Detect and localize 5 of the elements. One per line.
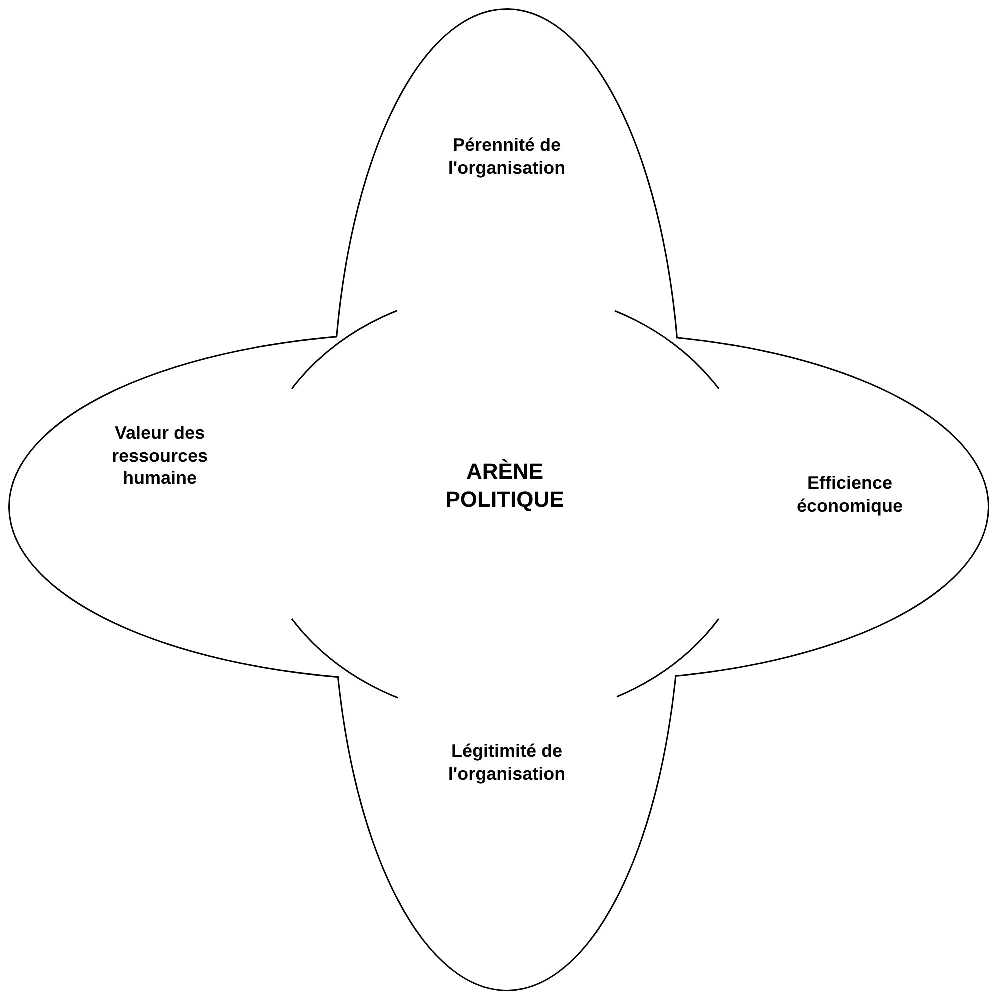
node-label: Valeur des ressources humaine [110,422,210,490]
node-label: ARÈNE POLITIQUE [444,458,566,513]
node-label: Efficience économique [796,472,904,517]
node-label: Légitimité de l'organisation [447,740,567,785]
node-label: Pérennité de l'organisation [447,134,567,179]
